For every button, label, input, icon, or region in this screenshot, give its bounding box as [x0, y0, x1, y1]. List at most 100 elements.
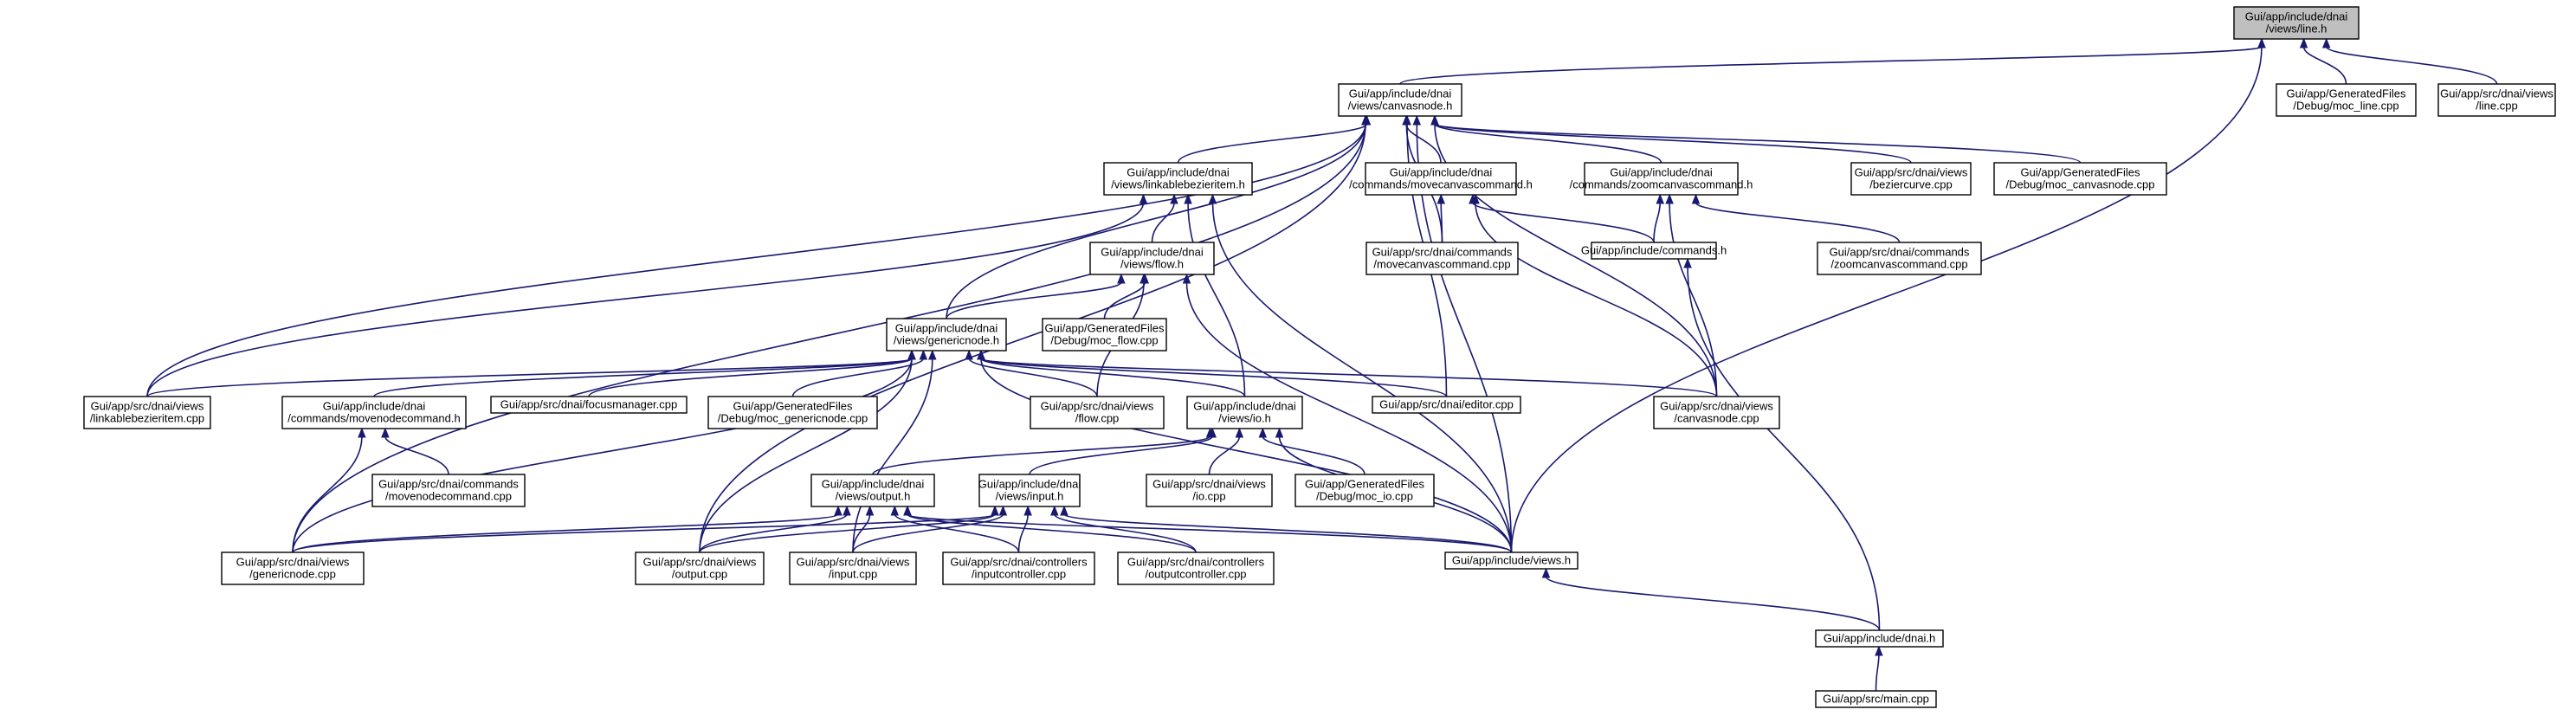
node-box — [1042, 318, 1167, 352]
arrowhead-icon — [865, 505, 875, 516]
edge-views_h-to-dnai_h — [1545, 576, 1881, 631]
node-movenode-h[interactable]: Gui/app/include/dnai/commands/movenodeco… — [281, 396, 467, 429]
node-moc-canvasnode[interactable]: Gui/app/GeneratedFiles/Debug/moc_canvasn… — [1993, 162, 2167, 196]
edge-genericnode_h-to-io_h — [980, 358, 1246, 397]
arrowhead-icon — [381, 427, 390, 438]
node-zoomcanvas-h[interactable]: Gui/app/include/dnai/commands/zoomcanvas… — [1570, 162, 1753, 196]
node-label-line: Gui/app/include/dnai.h — [1824, 632, 1935, 645]
arrowhead-icon — [2257, 37, 2266, 48]
node-flow-h[interactable]: Gui/app/include/dnai/views/flow.h — [1089, 242, 1215, 275]
arrowhead-icon — [1656, 193, 1664, 204]
node-label-line: Gui/app/include/commands.h — [1581, 244, 1727, 257]
node-label-line: /Debug/moc_io.cpp — [1316, 490, 1413, 503]
node-moc-io[interactable]: Gui/app/GeneratedFiles/Debug/moc_io.cpp — [1294, 474, 1435, 507]
node-box — [1186, 396, 1303, 429]
node-box — [1103, 162, 1253, 196]
node-box — [1653, 396, 1780, 429]
node-input-h[interactable]: Gui/app/include/dnai/views/input.h — [978, 474, 1081, 507]
edge-canvasnode_h-to-zoomcanvas_h — [1434, 123, 1662, 164]
arrowhead-icon — [834, 505, 843, 516]
node-label-line: Gui/app/include/dnai — [1193, 400, 1296, 413]
node-label-line: Gui/app/src/main.cpp — [1823, 693, 1929, 706]
node-label-line: Gui/app/src/dnai/views — [1660, 400, 1773, 413]
edge-genericnode_h-to-output_cpp — [699, 358, 913, 553]
node-outputctrl-cpp[interactable]: Gui/app/src/dnai/controllers/outputcontr… — [1117, 552, 1275, 585]
node-commands-h[interactable]: Gui/app/include/commands.h — [1581, 242, 1727, 260]
node-label-line: Gui/app/include/dnai — [2245, 10, 2348, 23]
edge-linkable_h-to-io_h — [1187, 202, 1246, 397]
arrowhead-icon — [1471, 193, 1480, 204]
node-label-line: Gui/app/src/dnai/focusmanager.cpp — [500, 398, 678, 411]
node-canvasnode-h[interactable]: Gui/app/include/dnai/views/canvasnode.h — [1338, 83, 1462, 117]
edge-movecanvas_h-to-commands_h — [1472, 202, 1655, 243]
node-movenode-cpp[interactable]: Gui/app/src/dnai/commands/movenodecomman… — [371, 474, 526, 507]
node-dnai-h[interactable]: Gui/app/include/dnai.h — [1815, 629, 1944, 648]
arrowhead-icon — [977, 349, 985, 360]
node-input-cpp[interactable]: Gui/app/src/dnai/views/input.cpp — [789, 552, 917, 585]
node-movecanvas-cpp[interactable]: Gui/app/src/dnai/commands/movecanvascomm… — [1365, 242, 1519, 275]
arrowhead-icon — [1258, 427, 1268, 438]
node-box — [635, 552, 765, 585]
node-box — [1030, 396, 1165, 429]
node-moc-flow[interactable]: Gui/app/GeneratedFiles/Debug/moc_flow.cp… — [1042, 318, 1167, 352]
node-label-line: Gui/app/GeneratedFiles — [2020, 166, 2140, 179]
arrowhead-icon — [1665, 193, 1674, 204]
arrowhead-icon — [928, 349, 937, 360]
node-output-h[interactable]: Gui/app/include/dnai/views/output.h — [810, 474, 935, 507]
node-linkable-h[interactable]: Gui/app/include/dnai/views/linkablebezie… — [1103, 162, 1253, 196]
node-box — [1294, 474, 1435, 507]
arrowhead-icon — [1184, 193, 1192, 204]
edge-canvasnode_h-to-moc_canvasnode — [1434, 123, 2082, 164]
node-label-line: /movecanvascommand.cpp — [1373, 258, 1510, 271]
node-io-h[interactable]: Gui/app/include/dnai/views/io.h — [1186, 396, 1303, 429]
node-movecanvas-h[interactable]: Gui/app/include/dnai/commands/movecanvas… — [1349, 162, 1533, 196]
node-beziercurve-cpp[interactable]: Gui/app/src/dnai/views/beziercurve.cpp — [1850, 162, 1972, 196]
node-label-line: /views/genericnode.h — [894, 334, 999, 347]
node-label-line: /outputcontroller.cpp — [1145, 568, 1246, 581]
node-io-cpp[interactable]: Gui/app/src/dnai/views/io.cpp — [1146, 474, 1273, 507]
node-label-line: Gui/app/src/dnai/views — [2440, 87, 2553, 100]
edge-zoomcanvas_h-to-canvasnode_cpp — [1669, 202, 1718, 397]
edge-line_h-to-line_cpp — [2325, 46, 2498, 85]
node-box — [1815, 690, 1937, 708]
node-inputctrl-cpp[interactable]: Gui/app/src/dnai/controllers/inputcontro… — [942, 552, 1095, 585]
node-label-line: /views/input.h — [996, 490, 1064, 503]
node-box — [2233, 6, 2360, 40]
node-box — [942, 552, 1095, 585]
arrowhead-icon — [1403, 114, 1411, 126]
node-box — [978, 474, 1081, 507]
node-label-line: /movenodecommand.cpp — [385, 490, 512, 503]
node-label-line: /views/canvasnode.h — [1348, 100, 1453, 113]
edge-genericnode_h-to-moc_genericnode — [791, 358, 925, 397]
file-nodes: Gui/app/include/dnai/views/line.hGui/app… — [83, 6, 2556, 708]
arrowhead-icon — [1683, 257, 1692, 268]
node-box — [1365, 162, 1517, 196]
edge-io_h-to-input_h — [1029, 435, 1214, 475]
edge-genericnode_h-to-movenode_h — [373, 358, 913, 397]
arrowhead-icon — [919, 349, 928, 360]
edge-dnai_h-to-main_cpp — [1875, 654, 1880, 692]
node-moc-line[interactable]: Gui/app/GeneratedFiles/Debug/moc_line.cp… — [2276, 83, 2417, 117]
node-label-line: Gui/app/src/dnai/commands — [378, 478, 519, 491]
node-editor-cpp[interactable]: Gui/app/src/dnai/editor.cpp — [1372, 396, 1521, 414]
node-focusmanager-cpp[interactable]: Gui/app/src/dnai/focusmanager.cpp — [490, 396, 688, 414]
node-line-h[interactable]: Gui/app/include/dnai/views/line.h — [2233, 6, 2360, 40]
node-line-cpp[interactable]: Gui/app/src/dnai/views/line.cpp — [2437, 83, 2556, 117]
node-label-line: Gui/app/src/dnai/commands — [1372, 246, 1513, 259]
edge-input_h-to-inputctrl_cpp — [1017, 513, 1029, 553]
node-main-cpp[interactable]: Gui/app/src/main.cpp — [1815, 690, 1937, 708]
node-linkable-cpp[interactable]: Gui/app/src/dnai/views/linkablebezierite… — [83, 396, 211, 429]
node-moc-genericnode[interactable]: Gui/app/GeneratedFiles/Debug/moc_generic… — [707, 396, 878, 429]
edge-movecanvas_h-to-movecanvas_cpp — [1440, 202, 1443, 243]
node-canvasnode-cpp[interactable]: Gui/app/src/dnai/views/canvasnode.cpp — [1653, 396, 1780, 429]
node-label-line: Gui/app/include/dnai — [978, 478, 1081, 491]
node-output-cpp[interactable]: Gui/app/src/dnai/views/output.cpp — [635, 552, 765, 585]
node-label-line: /views/io.h — [1218, 412, 1271, 425]
node-label-line: Gui/app/include/dnai — [1390, 166, 1493, 179]
node-zoomcanvas-cpp[interactable]: Gui/app/src/dnai/commands/zoomcanvascomm… — [1817, 242, 1982, 275]
node-views-h[interactable]: Gui/app/include/views.h — [1444, 552, 1579, 570]
node-flow-cpp[interactable]: Gui/app/src/dnai/views/flow.cpp — [1030, 396, 1165, 429]
node-genericnode-h[interactable]: Gui/app/include/dnai/views/genericnode.h — [886, 318, 1007, 352]
node-genericnode-cpp[interactable]: Gui/app/src/dnai/views/genericnode.cpp — [221, 552, 365, 585]
node-label-line: Gui/app/GeneratedFiles — [733, 400, 853, 413]
